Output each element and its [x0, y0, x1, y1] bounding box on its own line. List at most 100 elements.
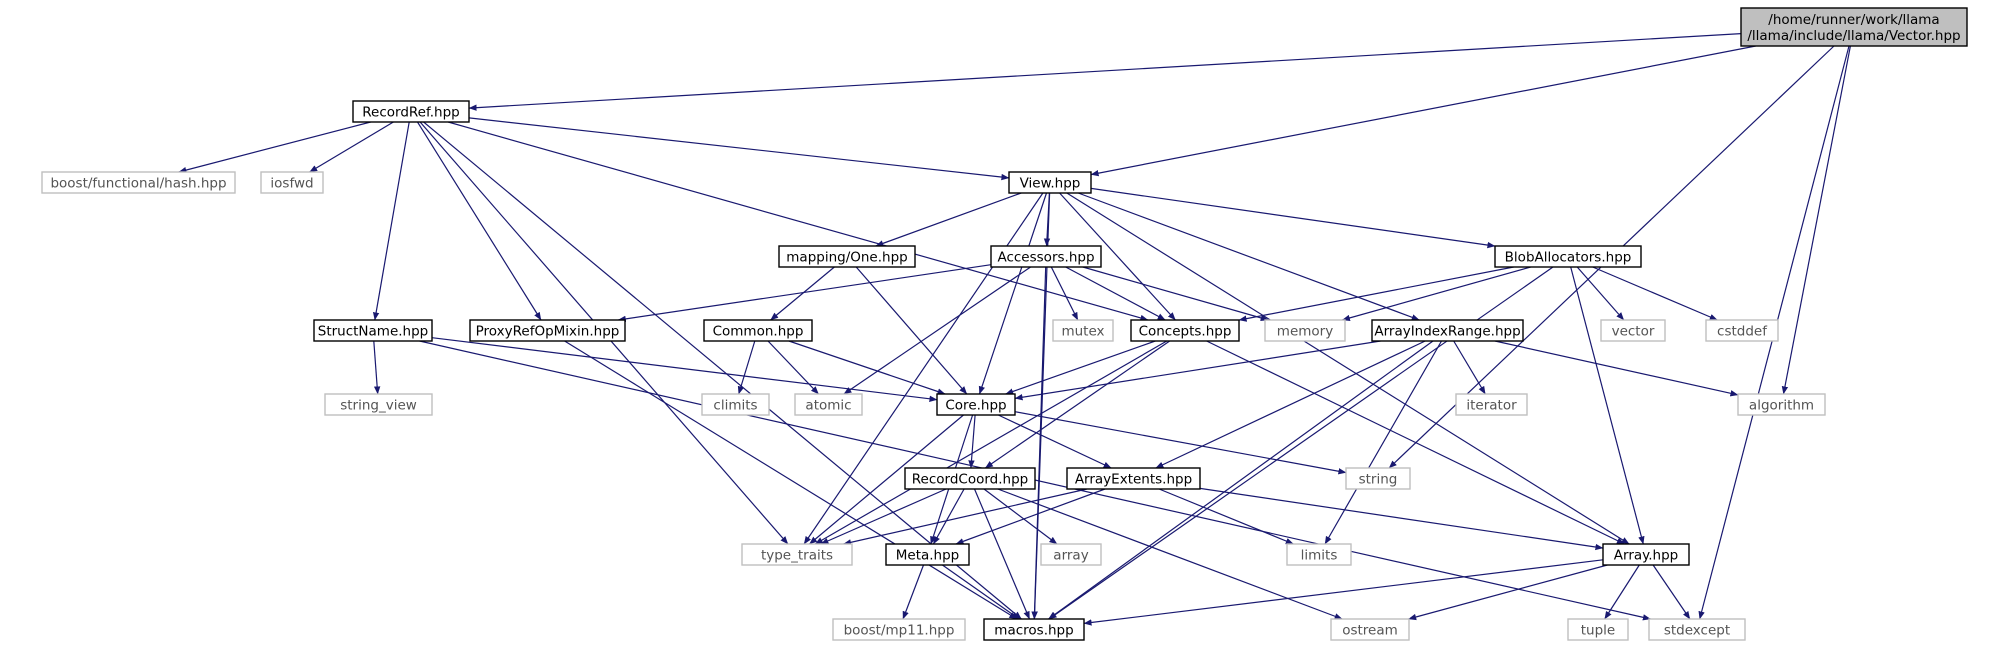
node-box-string [1345, 467, 1411, 490]
edge-accessors-to-mutex [1050, 266, 1079, 321]
edge-arrayindexrange-to-arrayextents [1155, 340, 1426, 469]
nodes-layer: /home/runner/work/llama/llama/include/ll… [41, 7, 1968, 641]
node-stdexcept: stdexcept [1648, 618, 1746, 641]
node-box-ostream [1330, 618, 1410, 641]
node-label-vector: /home/runner/work/llama [1768, 12, 1939, 28]
node-label-stdexcept: stdexcept [1664, 623, 1730, 639]
node-box-typetraits [741, 543, 853, 566]
edge-recordcoord-to-typetraits [820, 488, 947, 545]
node-mappingone[interactable]: mapping/One.hpp [778, 245, 916, 268]
node-box-vectorstd [1600, 319, 1666, 342]
edge-recordcoord-to-array [983, 488, 1058, 545]
node-label-view: View.hpp [1020, 176, 1081, 192]
edge-view-to-arrayhpp [1066, 192, 1630, 545]
node-label-typetraits: type_traits [761, 548, 833, 564]
edge-arrayextents-to-meta [955, 488, 1106, 545]
node-label-mappingone: mapping/One.hpp [786, 250, 907, 266]
edge-bloballoc-to-vectorstd [1576, 266, 1625, 321]
node-label-iterator: iterator [1466, 398, 1517, 414]
node-label-macros: macros.hpp [994, 623, 1073, 639]
node-core[interactable]: Core.hpp [936, 393, 1016, 416]
node-label-climits: climits [713, 398, 757, 414]
edge-recordref-to-proxyref [416, 121, 542, 321]
edge-arrayextents-to-typetraits [843, 488, 1088, 546]
node-recordcoord[interactable]: RecordCoord.hpp [904, 467, 1036, 490]
node-iterator: iterator [1455, 393, 1528, 416]
node-view[interactable]: View.hpp [1008, 171, 1092, 194]
node-box-structname [313, 319, 433, 342]
node-vector[interactable]: /home/runner/work/llama/llama/include/ll… [1740, 7, 1968, 47]
node-label-accessors: Accessors.hpp [997, 250, 1094, 266]
edge-view-to-core [978, 192, 1048, 395]
node-common[interactable]: Common.hpp [703, 319, 813, 342]
edge-arrayhpp-to-macros [1083, 559, 1604, 626]
node-label-common: Common.hpp [713, 324, 804, 340]
node-structname[interactable]: StructName.hpp [313, 319, 433, 342]
node-accessors[interactable]: Accessors.hpp [990, 245, 1102, 268]
node-recordref[interactable]: RecordRef.hpp [352, 100, 470, 123]
node-label-string: string [1359, 472, 1398, 488]
node-memory: memory [1264, 319, 1346, 342]
node-box-core [936, 393, 1016, 416]
edges-layer [178, 33, 1851, 626]
node-label-core: Core.hpp [945, 398, 1006, 414]
edge-bloballoc-to-macros [1048, 266, 1554, 620]
node-label-limits: limits [1301, 548, 1338, 564]
edge-concepts-to-recordcoord [984, 340, 1171, 469]
node-box-arrayextents [1066, 467, 1201, 490]
node-concepts[interactable]: Concepts.hpp [1130, 319, 1240, 342]
node-label-arrayhpp: Array.hpp [1614, 548, 1678, 564]
edge-recordcoord-to-meta [932, 488, 965, 545]
node-arrayindexrange[interactable]: ArrayIndexRange.hpp [1371, 319, 1524, 342]
edge-meta-to-macros [942, 564, 1020, 620]
node-proxyref[interactable]: ProxyRefOpMixin.hpp [469, 319, 626, 342]
edge-bloballoc-to-arrayhpp [1570, 266, 1645, 545]
edge-accessors-to-proxyref [617, 264, 992, 323]
node-box-boostmp11 [832, 618, 966, 641]
node-arrayhpp[interactable]: Array.hpp [1602, 543, 1690, 566]
node-box-accessors [990, 245, 1102, 268]
node-box-algorithm [1737, 393, 1826, 416]
edge-bloballoc-to-concepts [1238, 266, 1514, 322]
node-box-stdexcept [1648, 618, 1746, 641]
node-meta[interactable]: Meta.hpp [885, 543, 970, 566]
node-label-vector: /llama/include/llama/Vector.hpp [1747, 28, 1960, 44]
edge-structname-to-core [431, 337, 938, 402]
node-box-limits [1286, 543, 1352, 566]
edge-arrayindexrange-to-iterator [1453, 340, 1486, 395]
node-box-boosthash [41, 171, 236, 194]
node-box-arrayindexrange [1371, 319, 1524, 342]
edge-core-to-recordcoord [968, 414, 976, 469]
node-stringview: string_view [324, 393, 433, 416]
node-macros[interactable]: macros.hpp [983, 618, 1085, 641]
edge-arrayhpp-to-stdexcept [1652, 564, 1691, 620]
node-bloballoc[interactable]: BlobAllocators.hpp [1494, 245, 1642, 268]
edge-common-to-atomic [767, 340, 819, 395]
edge-view-to-typetraits [803, 192, 1044, 545]
node-ostream: ostream [1330, 618, 1410, 641]
edge-common-to-core [788, 340, 946, 395]
node-box-cstddef [1705, 319, 1779, 342]
node-box-bloballoc [1494, 245, 1642, 268]
node-label-concepts: Concepts.hpp [1139, 324, 1232, 340]
node-climits: climits [701, 393, 770, 416]
node-box-recordcoord [904, 467, 1036, 490]
node-array: array [1040, 543, 1102, 566]
edge-accessors-to-memory [1082, 266, 1269, 321]
node-arrayextents[interactable]: ArrayExtents.hpp [1066, 467, 1201, 490]
edge-view-to-mappingone [875, 192, 1022, 247]
node-string: string [1345, 467, 1411, 490]
node-label-mutex: mutex [1061, 324, 1104, 340]
node-label-structname: StructName.hpp [318, 324, 429, 340]
edge-core-to-arrayextents [998, 414, 1112, 469]
node-box-recordref [352, 100, 470, 123]
node-box-view [1008, 171, 1092, 194]
node-label-ostream: ostream [1342, 623, 1398, 639]
node-box-meta [885, 543, 970, 566]
node-box-common [703, 319, 813, 342]
node-vectorstd: vector [1600, 319, 1666, 342]
node-box-arrayhpp [1602, 543, 1690, 566]
node-box-mutex [1052, 319, 1114, 342]
edge-recordref-to-concepts [447, 121, 1149, 322]
node-label-bloballoc: BlobAllocators.hpp [1505, 250, 1632, 266]
